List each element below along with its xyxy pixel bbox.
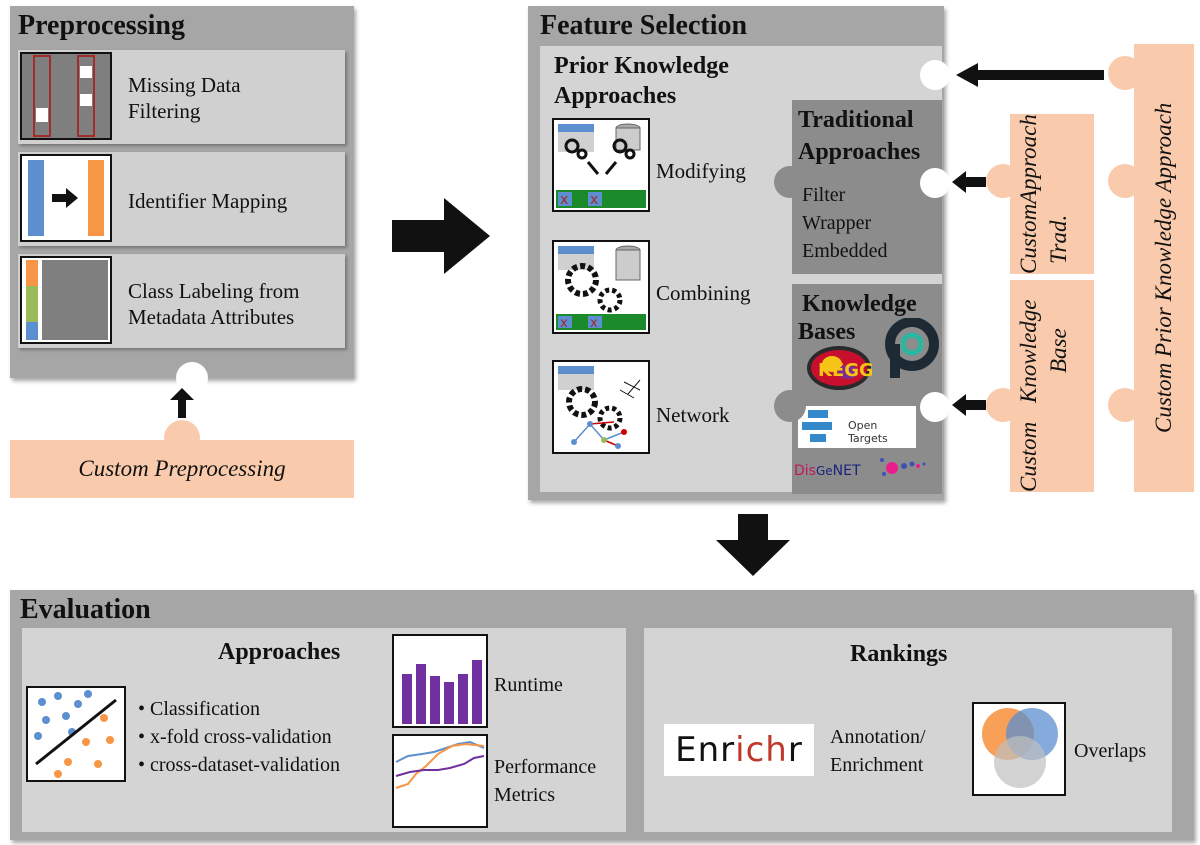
evaluation-title: Evaluation	[20, 594, 151, 625]
classification-scatter-icon	[26, 686, 126, 782]
custom-trad-approach-box: Custom Trad.Approach	[1010, 114, 1094, 274]
traditional-socket	[920, 168, 950, 198]
bullet-x-fold: • x-fold cross-validation	[138, 726, 332, 748]
knowledge-bases-box: Knowledge Bases KEGG	[792, 284, 942, 494]
traditional-connector-knob	[774, 166, 806, 198]
rankings-title: Rankings	[850, 641, 948, 667]
missing-data-label-1: Missing Data	[128, 73, 241, 97]
performance-label-2: Metrics	[494, 784, 556, 806]
traditional-title-1: Traditional	[798, 107, 914, 133]
identifier-mapping-icon	[20, 154, 112, 242]
knowledge-base-socket	[920, 392, 950, 422]
custom-preprocessing-box: Custom Preprocessing	[10, 440, 354, 498]
traditional-item-filter: Filter	[802, 184, 846, 206]
pathway-p-logo	[885, 318, 939, 378]
prior-knowledge-panel: Prior Knowledge Approaches x x	[540, 46, 942, 494]
svg-text:x: x	[590, 192, 598, 208]
class-labeling-step: Class Labeling from Metadata Attributes	[18, 254, 345, 348]
combining-label: Combining	[656, 281, 751, 305]
knowledge-bases-title-2: Bases	[798, 319, 856, 345]
network-label: Network	[656, 403, 730, 427]
missing-data-label-2: Filtering	[128, 99, 201, 123]
svg-text:x: x	[560, 316, 568, 331]
svg-text:x: x	[590, 316, 598, 331]
bullet-classification: • Classification	[138, 698, 260, 720]
runtime-label: Runtime	[494, 674, 563, 696]
traditional-item-wrapper: Wrapper	[802, 212, 872, 234]
traditional-approaches-box: Traditional Approaches Filter Wrapper Em…	[792, 100, 942, 274]
performance-line-icon	[392, 734, 488, 828]
disgenet-logo: DisGeNET	[794, 458, 940, 488]
preprocessing-panel: Preprocessing Missing Data Filtering	[10, 6, 354, 394]
runtime-bar-icon	[392, 634, 488, 728]
left-arrow-trad-icon	[952, 171, 986, 193]
right-arrow-icon	[392, 198, 490, 274]
up-arrow-icon	[170, 388, 194, 418]
preprocessing-socket	[176, 362, 208, 394]
svg-text:x: x	[560, 192, 568, 208]
bullet-cross-dataset: • cross-dataset-validation	[138, 754, 340, 776]
class-labeling-label-1: Class Labeling from	[128, 279, 300, 303]
identifier-mapping-step: Identifier Mapping	[18, 152, 345, 246]
svg-text:KEGG: KEGG	[818, 360, 872, 381]
prior-knowledge-socket	[920, 60, 950, 90]
custom-trad-approach-label: Custom Trad.Approach	[1016, 113, 1071, 275]
modifying-label: Modifying	[656, 159, 746, 183]
prior-knowledge-title-2: Approaches	[554, 83, 677, 109]
evaluation-rankings-panel: Rankings Enrichr Annotation/ Enrichment …	[644, 628, 1172, 832]
evaluation-panel: Evaluation Approaches • Classification •…	[10, 590, 1194, 840]
custom-preprocessing-label: Custom Preprocessing	[78, 456, 286, 481]
knowledge-bases-title-1: Knowledge	[802, 291, 917, 317]
network-icon	[552, 360, 650, 454]
class-labeling-icon	[20, 256, 112, 344]
traditional-title-2: Approaches	[798, 139, 921, 165]
custom-prior-knowledge-label: Custom Prior Knowledge Approach	[1151, 102, 1176, 434]
class-labeling-label-2: Metadata Attributes	[128, 305, 295, 329]
enrichr-logo: Enrichr	[664, 724, 814, 776]
approaches-title: Approaches	[218, 639, 341, 665]
knowledge-bases-connector-knob	[774, 390, 806, 422]
overlaps-label: Overlaps	[1074, 740, 1147, 762]
down-arrow-icon	[716, 514, 790, 576]
left-arrow-kb-icon	[952, 394, 986, 416]
annotation-label-1: Annotation/	[830, 726, 926, 748]
left-arrow-prior-icon	[956, 63, 1104, 87]
evaluation-approaches-panel: Approaches • Classification • x-fold cro…	[22, 628, 626, 832]
feature-selection-title: Feature Selection	[540, 10, 748, 41]
identifier-mapping-label: Identifier Mapping	[128, 189, 288, 213]
modifying-icon: x x	[552, 118, 650, 212]
prior-knowledge-title-1: Prior Knowledge	[554, 53, 729, 79]
traditional-item-embedded: Embedded	[802, 240, 888, 262]
feature-selection-panel: Feature Selection Prior Knowledge Approa…	[528, 6, 950, 500]
missing-data-icon	[20, 52, 112, 140]
preprocessing-title: Preprocessing	[18, 10, 185, 41]
annotation-label-2: Enrichment	[830, 754, 924, 776]
missing-data-filtering-step: Missing Data Filtering	[18, 50, 345, 144]
overlaps-venn-icon	[972, 702, 1066, 796]
open-targets-logo: Open Targets	[798, 406, 916, 448]
kegg-logo: KEGG	[807, 346, 872, 390]
custom-prior-knowledge-box: Custom Prior Knowledge Approach	[1134, 44, 1194, 492]
combining-icon: x x	[552, 240, 650, 334]
performance-label-1: Performance	[494, 756, 597, 778]
